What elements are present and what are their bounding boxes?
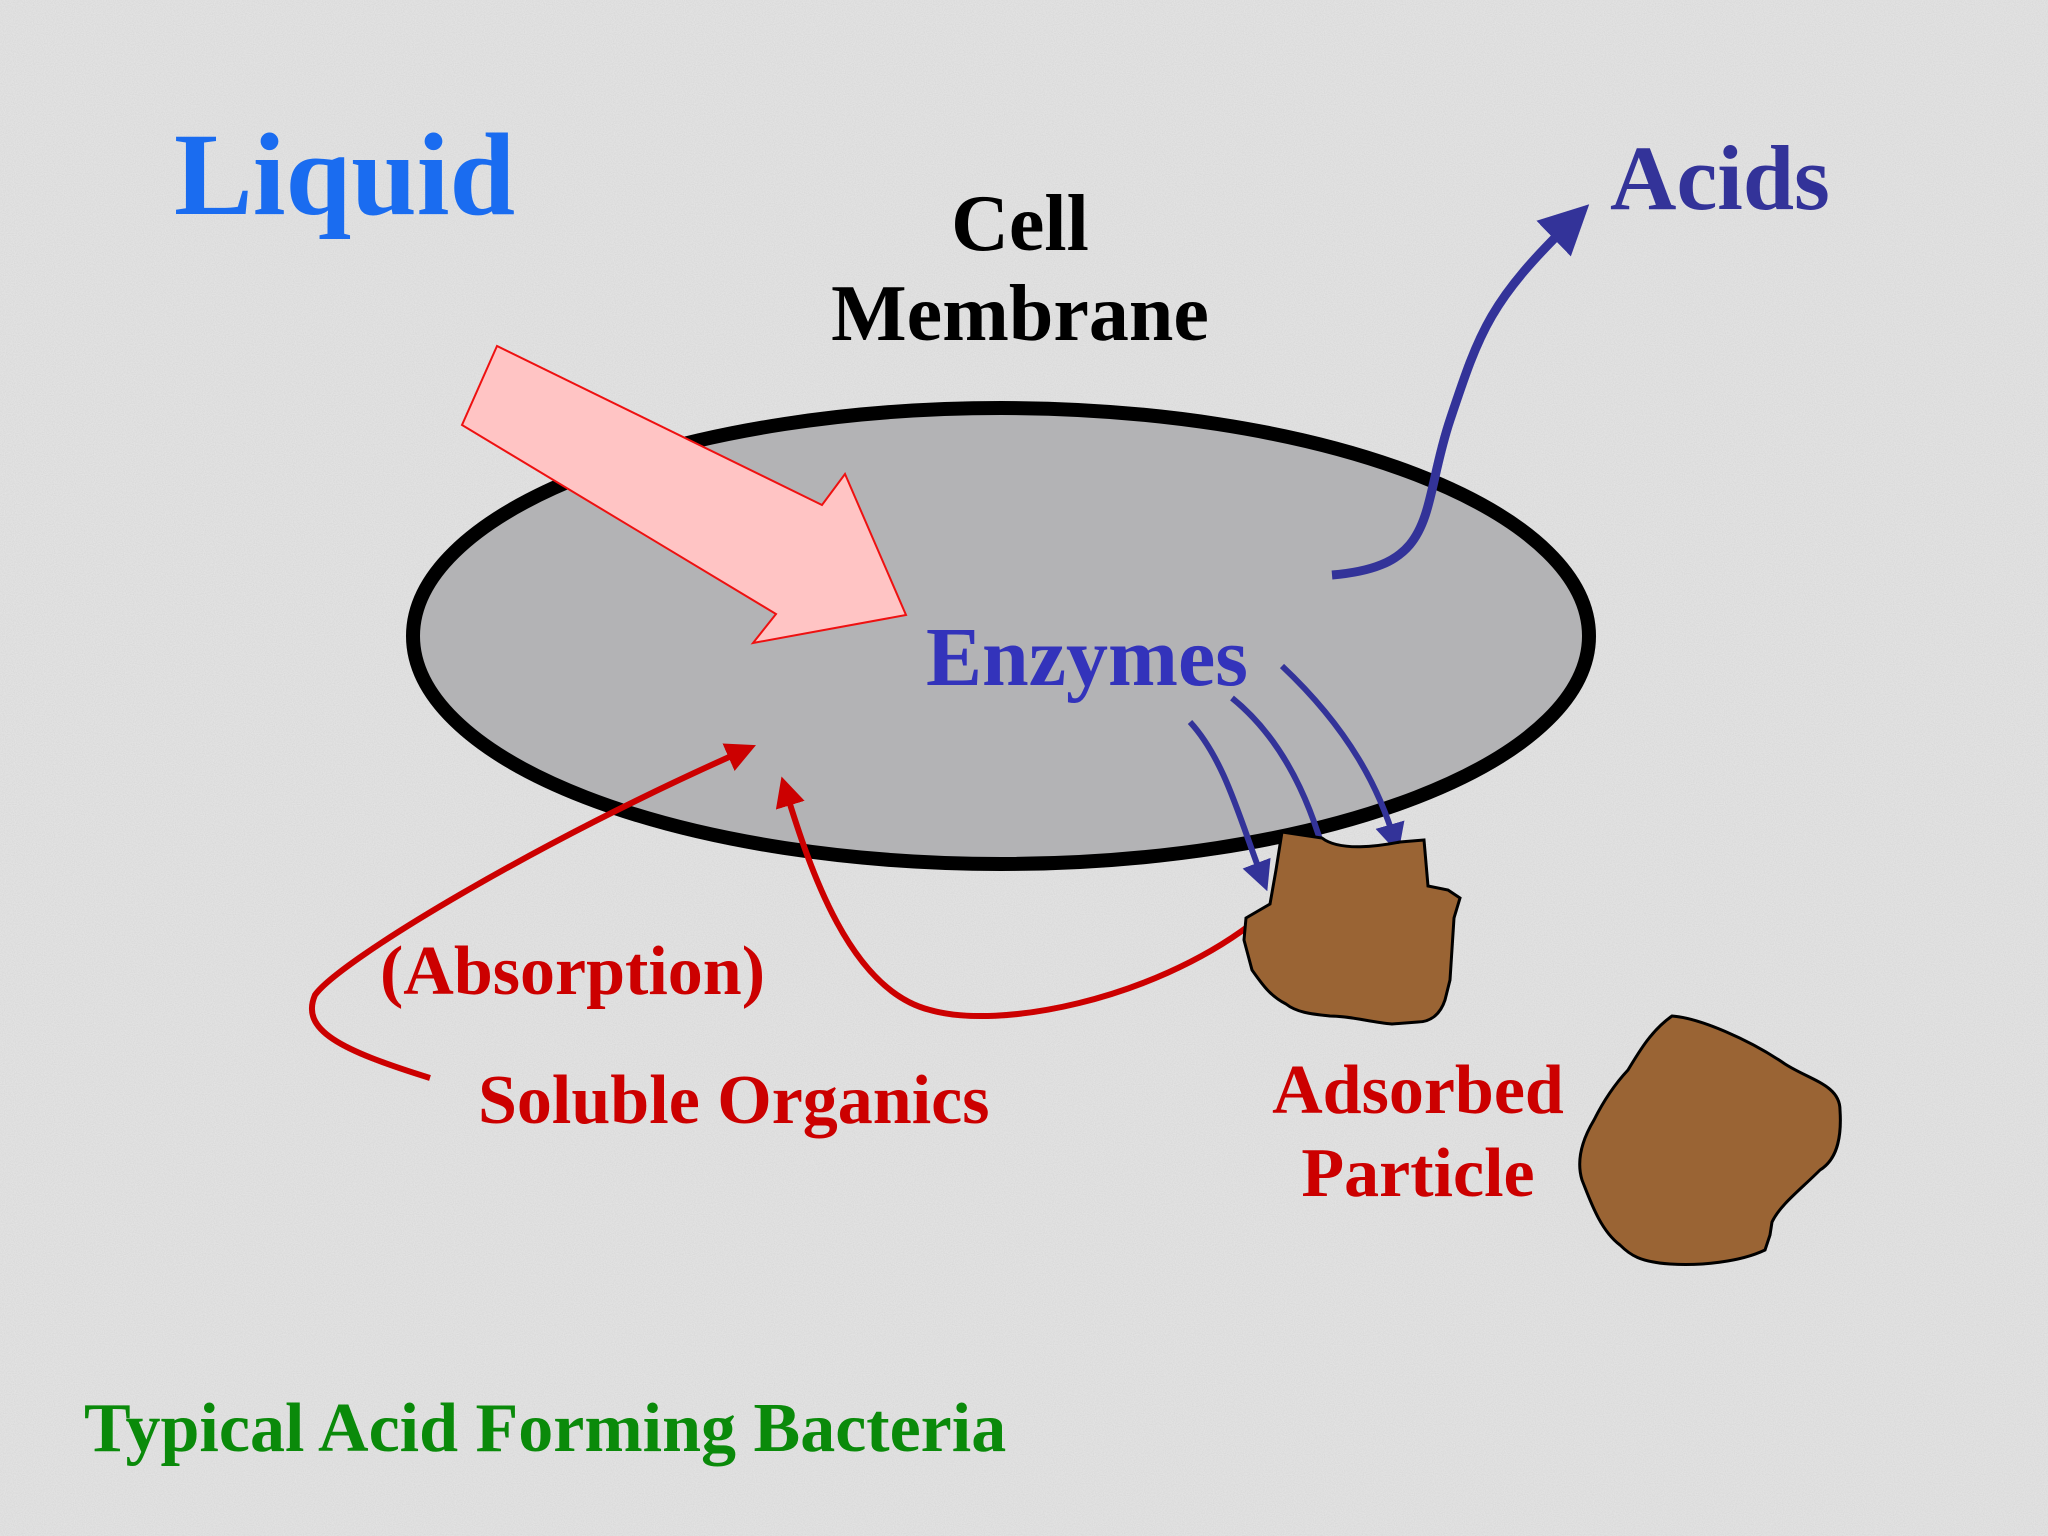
cell-membrane-label: Cell Membrane — [800, 180, 1240, 359]
particle-blob-icon — [1242, 830, 1462, 1026]
absorption-arrow-left — [308, 743, 756, 1081]
enzyme-arrow-3 — [1279, 663, 1405, 854]
adsorbed-line1: Adsorbed — [1272, 1052, 1564, 1129]
enzyme-arrow-1 — [1187, 719, 1271, 892]
absorption-label: (Absorption) — [380, 933, 766, 1010]
absorption-arrow-right — [775, 776, 1252, 1020]
adsorbed-particle-label: Adsorbed Particle — [1238, 1050, 1598, 1215]
soluble-organics-label: Soluble Organics — [478, 1062, 990, 1139]
cell-membrane-line2: Membrane — [831, 269, 1209, 358]
enzymes-label: Enzymes — [926, 611, 1248, 704]
adsorbed-line2: Particle — [1301, 1134, 1535, 1212]
liquid-label: Liquid — [174, 109, 516, 240]
particle-blob-icon — [1578, 1014, 1842, 1266]
acids-arrow — [1331, 204, 1590, 580]
cell-membrane-line1: Cell — [951, 180, 1089, 268]
slide-title: Typical Acid Forming Bacteria — [84, 1390, 1007, 1467]
acids-label: Acids — [1610, 127, 1830, 229]
wide-arrow-icon — [460, 344, 908, 645]
